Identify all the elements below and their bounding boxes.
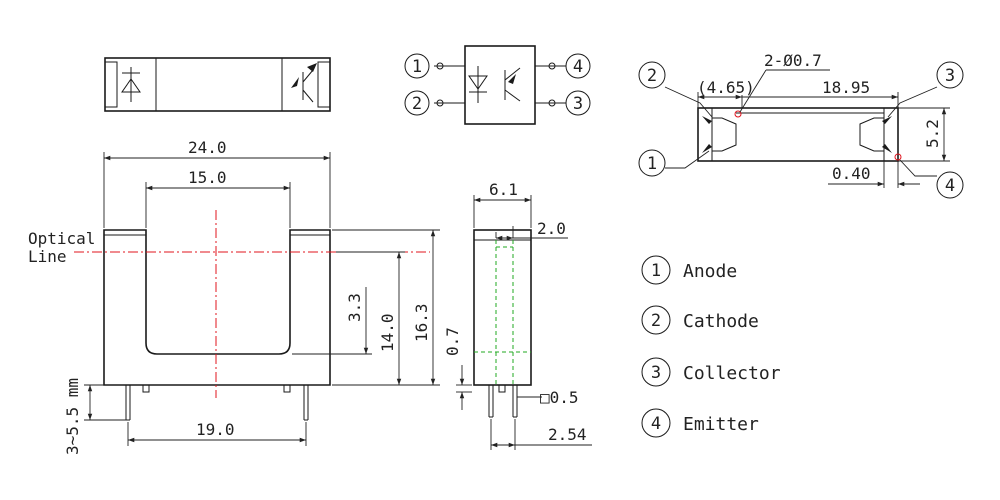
pcb-pin-3: 3 (936, 61, 964, 89)
pcb-height-dim: 5.2 (923, 119, 942, 148)
front-d140-dim: 14.0 (378, 313, 397, 352)
schematic-pin-2: 2 (404, 90, 430, 116)
top-view (104, 57, 331, 112)
pcb-pad-dim: 0.40 (832, 164, 871, 183)
svg-text:2: 2 (412, 94, 422, 114)
legend-item-cathode: 2 Cathode (641, 305, 759, 335)
svg-text:4: 4 (945, 176, 955, 196)
side-width-dim: 6.1 (489, 180, 518, 199)
svg-text:4: 4 (573, 57, 583, 77)
schematic-pin-1: 1 (404, 53, 430, 79)
pcb-view: (4.65) 18.95 2-Ø0.7 5.2 0.40 2 1 3 (638, 51, 964, 199)
svg-text:4: 4 (651, 414, 661, 434)
pcb-pin-2: 2 (638, 61, 666, 89)
svg-text:Emitter: Emitter (683, 414, 759, 435)
front-pin-length-dim: 3~5.5 mm (63, 378, 82, 455)
svg-text:1: 1 (412, 57, 422, 77)
svg-text:3: 3 (573, 94, 583, 114)
side-aperture-dim: 2.0 (537, 219, 566, 238)
pcb-offset-dim: (4.65) (697, 78, 755, 97)
svg-text:Collector: Collector (683, 363, 781, 384)
svg-text:1: 1 (651, 261, 661, 281)
optical-line-label-2: Line (28, 247, 67, 266)
schematic-view: 1 2 4 3 (404, 45, 591, 125)
schematic-pin-3: 3 (565, 90, 591, 116)
side-d07-dim: 0.7 (443, 327, 462, 356)
front-slot-width-dim: 15.0 (188, 168, 227, 187)
front-d163-dim: 16.3 (412, 303, 431, 342)
front-pin-span-dim: 19.0 (196, 420, 235, 439)
svg-text:2: 2 (651, 311, 661, 331)
optical-line-label-1: Optical (28, 229, 95, 248)
svg-text:2: 2 (647, 66, 657, 86)
front-view: 24.0 15.0 Optical Line 3.3 14.0 16.3 3~5… (28, 138, 440, 455)
svg-text:Cathode: Cathode (683, 311, 759, 332)
diode-symbol-icon (121, 67, 141, 102)
svg-text:1: 1 (647, 154, 657, 174)
front-width-dim: 24.0 (188, 138, 227, 157)
front-d33-dim: 3.3 (345, 293, 364, 322)
pcb-pitch-dim: 18.95 (822, 78, 870, 97)
legend-item-collector: 3 Collector (641, 357, 781, 387)
pcb-pin-4: 4 (936, 171, 964, 199)
svg-text:Anode: Anode (683, 261, 737, 282)
pin-legend: 1 Anode 2 Cathode 3 Collector 4 Emitter (641, 255, 781, 438)
legend-item-emitter: 4 Emitter (641, 408, 759, 438)
side-pin-pitch-dim: 2.54 (548, 425, 587, 444)
svg-text:3: 3 (651, 363, 661, 383)
legend-item-anode: 1 Anode (641, 255, 737, 285)
side-view: 6.1 2.0 0.7 □0.5 2.54 (443, 180, 592, 450)
pcb-holes-dim: 2-Ø0.7 (764, 51, 822, 70)
schematic-pin-4: 4 (565, 53, 591, 79)
side-pin-size-dim: □0.5 (540, 388, 579, 407)
pcb-pin-1: 1 (638, 149, 666, 177)
svg-text:3: 3 (945, 66, 955, 86)
phototransistor-symbol-icon (291, 63, 317, 103)
